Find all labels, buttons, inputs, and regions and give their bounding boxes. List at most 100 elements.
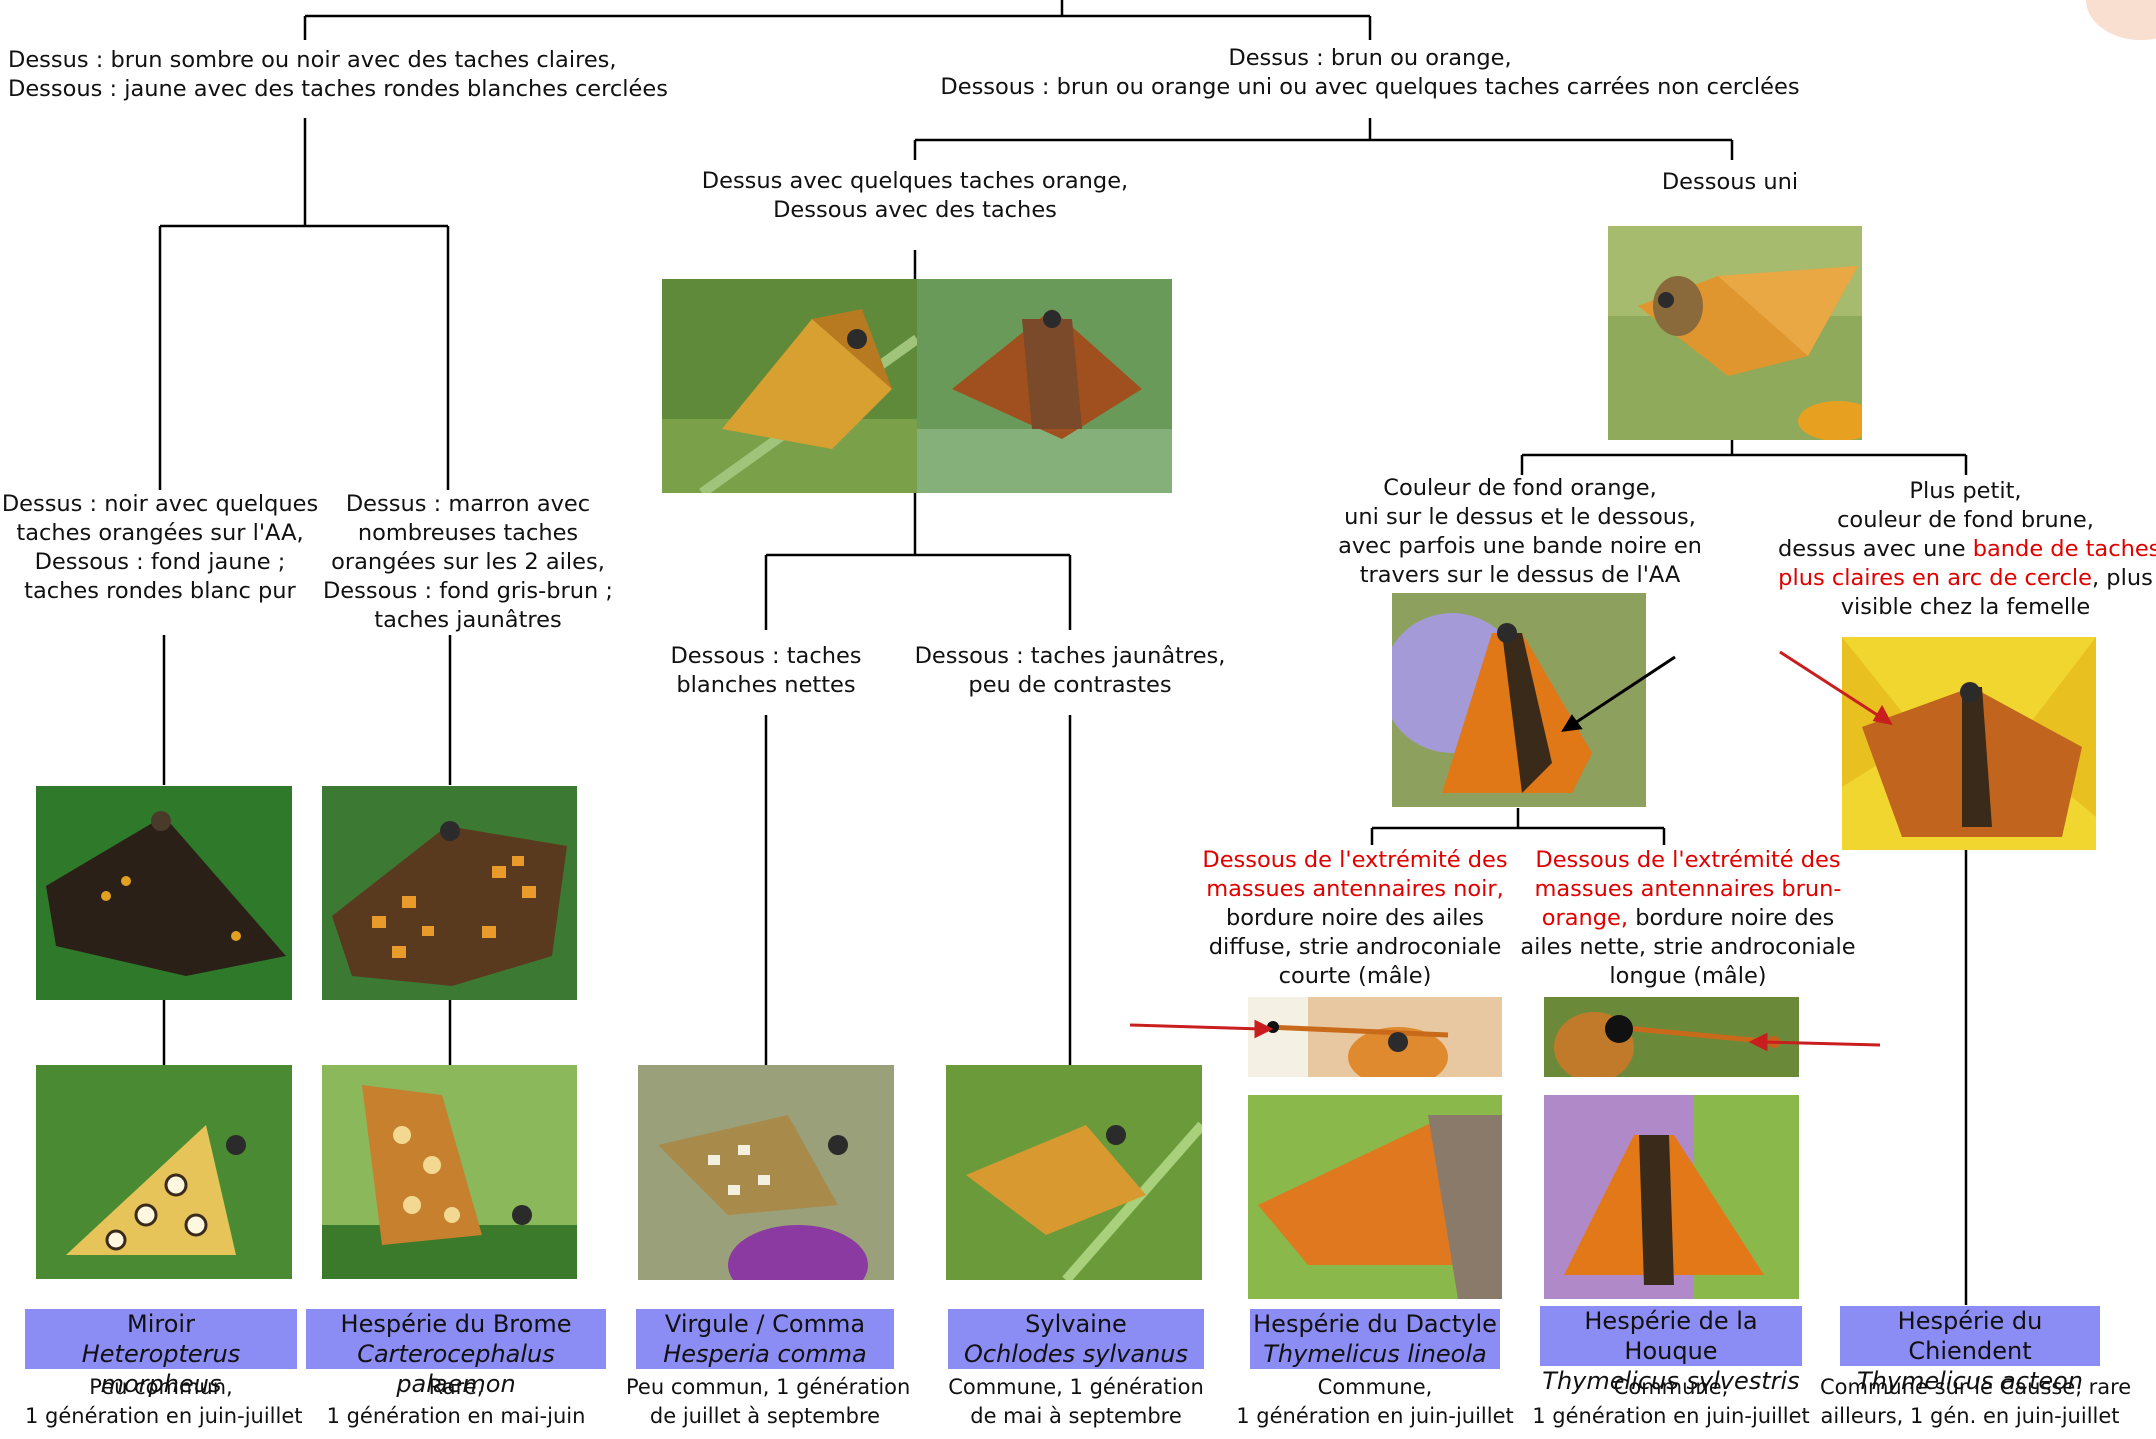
highlight-text: massues antennaires noir,	[1206, 876, 1504, 902]
node-upperside-spots: Dessus avec quelques taches orange, Dess…	[700, 167, 1130, 225]
species-info-chiendent: Commune sur le Causse, rare ailleurs, 1 …	[1820, 1373, 2132, 1431]
photo-brome-upperside	[322, 786, 577, 1000]
node-text-line: courte (mâle)	[1278, 963, 1432, 989]
species-info-miroir: Peu commun, 1 génération en juin-juillet	[25, 1373, 303, 1431]
species-common-name: Hespérie du Dactyle	[1253, 1310, 1497, 1338]
node-text-line: Dessous avec des taches	[773, 197, 1057, 223]
photo-plain-underside	[1608, 226, 1862, 440]
node-text-line: ailes nette, strie androconiale	[1520, 934, 1856, 960]
node-brome-criteria: Dessus : marron avec nombreuses taches o…	[318, 490, 618, 635]
node-text-line: visible chez la femelle	[1840, 594, 2091, 620]
node-text-part: bordure noire des	[1628, 905, 1835, 931]
node-text-line: Dessous uni	[1661, 169, 1799, 195]
node-text-line: Dessus : brun sombre ou noir avec des ta…	[8, 47, 617, 73]
species-common-name: Hespérie du Chiendent	[1897, 1307, 2043, 1365]
highlight-text: plus claires en arc de cercle	[1778, 565, 2092, 591]
photo-sylvaine-underside	[946, 1065, 1202, 1280]
info-line: Peu commun, 1 génération	[626, 1375, 911, 1399]
node-text-line: dessus avec une bande de taches	[1778, 535, 2156, 564]
node-yellowish-spots-underside: Dessous : taches jaunâtres, peu de contr…	[900, 642, 1240, 700]
photo-comma-underside	[638, 1065, 894, 1280]
species-latin-name: Heteropterus morpheus	[81, 1340, 241, 1398]
node-text-line: Dessous : taches jaunâtres,	[914, 643, 1226, 669]
info-line: Commune, 1 génération	[948, 1375, 1204, 1399]
species-common-name: Sylvaine	[1025, 1310, 1127, 1338]
info-line: 1 génération en juin-juillet	[1532, 1404, 1810, 1428]
species-label-sylvaine: Sylvaine Ochlodes sylvanus	[948, 1309, 1204, 1369]
photo-comma-sylvaine-pair	[662, 279, 1172, 493]
species-label-houque: Hespérie de la Houque Thymelicus sylvest…	[1540, 1306, 1802, 1395]
species-common-name: Hespérie de la Houque	[1584, 1307, 1758, 1365]
info-line: de mai à septembre	[970, 1404, 1182, 1428]
node-text-line: couleur de fond brune,	[1837, 507, 2094, 533]
species-info-brome: Rare, 1 génération en mai-juin	[306, 1373, 606, 1431]
node-text-line: Dessus : noir avec quelques	[1, 491, 319, 517]
info-line: Rare,	[428, 1375, 484, 1399]
node-text-line: Dessous : taches	[670, 643, 862, 669]
info-line: 1 génération en mai-juin	[326, 1404, 586, 1428]
node-plain-underside: Dessous uni	[1630, 168, 1830, 197]
species-latin-name: Thymelicus lineola	[1263, 1340, 1487, 1368]
node-text-line: Dessous : jaune avec des taches rondes b…	[8, 76, 668, 102]
highlight-text: massues antennaires brun-	[1534, 876, 1842, 902]
node-text-line: taches jaunâtres	[374, 607, 562, 633]
node-text-line: uni sur le dessus et le dessous,	[1344, 504, 1696, 530]
node-text-line: bordure noire des ailes	[1225, 905, 1485, 931]
species-label-brome: Hespérie du Brome Carterocephalus palaem…	[306, 1309, 606, 1398]
node-brown-orange-upperside: Dessus : brun ou orange, Dessous : brun …	[940, 44, 1800, 102]
species-info-sylvaine: Commune, 1 génération de mai à septembre	[940, 1373, 1212, 1431]
node-text-line: Dessous : fond gris-brun ;	[322, 578, 614, 604]
photo-brome-underside	[322, 1065, 577, 1279]
node-text-line: blanches nettes	[676, 672, 856, 698]
highlight-text: orange,	[1541, 905, 1629, 931]
node-text-line: diffuse, strie androconiale	[1208, 934, 1502, 960]
info-line: Commune,	[1613, 1375, 1729, 1399]
species-label-comma: Virgule / Comma Hesperia comma	[636, 1309, 894, 1369]
info-line: Commune,	[1317, 1375, 1433, 1399]
node-text-part: dessus avec une	[1778, 536, 1973, 562]
node-text-line: peu de contrastes	[968, 672, 1172, 698]
photo-antenna-orange	[1544, 997, 1799, 1077]
species-info-dactyle: Commune, 1 génération en juin-juillet	[1236, 1373, 1514, 1431]
node-miroir-criteria: Dessus : noir avec quelques taches orang…	[0, 490, 320, 606]
info-line: de juillet à septembre	[649, 1404, 881, 1428]
photo-houque-underside	[1544, 1095, 1799, 1299]
node-orange-ground: Couleur de fond orange, uni sur le dessu…	[1330, 474, 1710, 590]
node-text-line: Dessus avec quelques taches orange,	[701, 168, 1129, 194]
node-text-line: taches orangées sur l'AA,	[16, 520, 304, 546]
species-latin-name: Hesperia comma	[663, 1340, 867, 1368]
species-label-dactyle: Hespérie du Dactyle Thymelicus lineola	[1250, 1309, 1500, 1369]
node-text-line: avec parfois une bande noire en	[1338, 533, 1702, 559]
info-line: 1 génération en juin-juillet	[1236, 1404, 1514, 1428]
species-info-comma: Peu commun, 1 génération de juillet à se…	[626, 1373, 911, 1431]
node-smaller-brown: Plus petit, couleur de fond brune, dessu…	[1778, 477, 2156, 622]
node-dark-upperside: Dessus : brun sombre ou noir avec des ta…	[8, 46, 668, 104]
node-text-line: orangées sur les 2 ailes,	[331, 549, 605, 575]
species-common-name: Hespérie du Brome	[340, 1310, 572, 1338]
species-latin-name: Thymelicus sylvestris	[1542, 1367, 1800, 1395]
node-text-line: Plus petit,	[1909, 478, 2022, 504]
species-common-name: Virgule / Comma	[664, 1310, 866, 1338]
photo-dactyle-underside	[1248, 1095, 1502, 1299]
info-line: Peu commun,	[89, 1375, 233, 1399]
node-text-line: Dessus : brun ou orange,	[1228, 45, 1512, 71]
node-text-line: taches rondes blanc pur	[24, 578, 296, 604]
info-line: 1 génération en juin-juillet	[25, 1404, 303, 1428]
info-line: Commune sur le Causse, rare	[1820, 1375, 2132, 1399]
photo-miroir-upperside	[36, 786, 292, 1000]
node-text-line: orange, bordure noire des	[1512, 904, 1864, 933]
node-orange-antenna-tips: Dessous de l'extrémité des massues anten…	[1512, 846, 1864, 991]
node-text-line: travers sur le dessus de l'AA	[1359, 562, 1681, 588]
node-white-spots-underside: Dessous : taches blanches nettes	[646, 642, 886, 700]
photo-antenna-black	[1248, 997, 1502, 1077]
species-info-houque: Commune, 1 génération en juin-juillet	[1532, 1373, 1810, 1431]
node-text-line: longue (mâle)	[1609, 963, 1767, 989]
node-text-line: Dessous : brun ou orange uni ou avec que…	[940, 74, 1800, 100]
node-black-antenna-tips: Dessous de l'extrémité des massues anten…	[1200, 846, 1510, 991]
photo-orange-ground	[1392, 593, 1646, 807]
species-latin-name: Carterocephalus palaemon	[357, 1340, 555, 1398]
highlight-text: Dessous de l'extrémité des	[1535, 847, 1841, 873]
